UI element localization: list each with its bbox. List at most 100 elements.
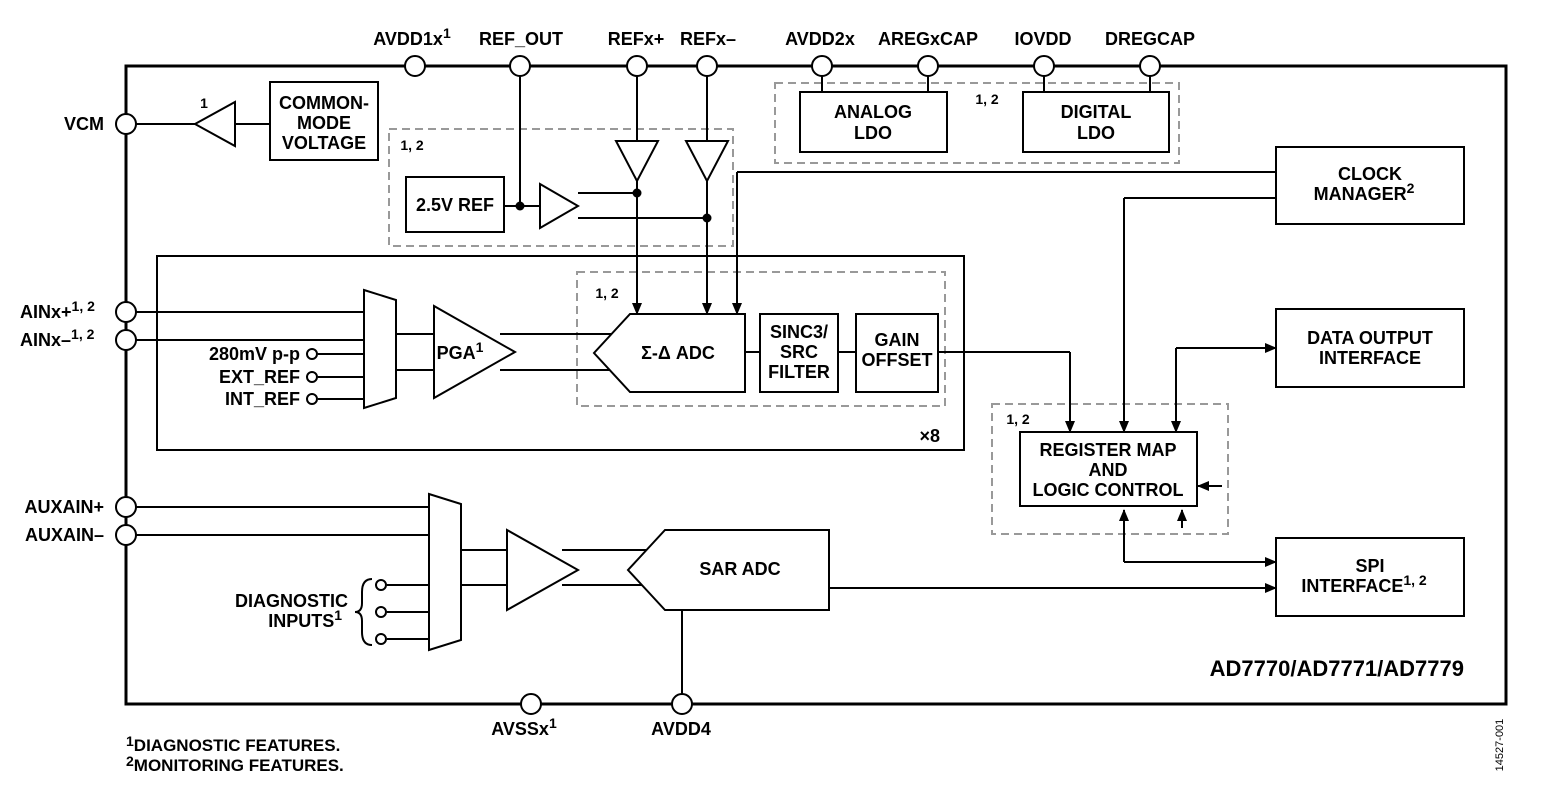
footnote-1: 1DIAGNOSTIC FEATURES. [126,733,340,755]
terminal-diag-3 [375,633,387,645]
label-avdd4: AVDD4 [651,719,711,739]
terminal-diag-2 [375,606,387,618]
text-sar-adc: SAR ADC [699,559,780,579]
text-register-map-1: REGISTER MAP [1039,440,1176,460]
pin-auxain-minus [115,524,137,546]
pin-refx-plus [626,55,648,77]
text-pga: PGA1 [437,339,484,363]
pin-ainx-minus [115,329,137,351]
pin-vcm [115,113,137,135]
label-int-ref: INT_REF [225,389,300,409]
label-auxain-plus: AUXAIN+ [24,497,104,517]
ref-2v5-block [405,176,505,233]
pin-auxain-plus [115,496,137,518]
text-spi-1: SPI [1355,556,1384,576]
adc-region [576,271,946,407]
reference-region [388,128,734,247]
label-dregcap: DREGCAP [1105,29,1195,49]
pin-ref-out [509,55,531,77]
label-refx-minus: REFx– [680,29,736,49]
pin-aregxcap [917,55,939,77]
label-iovdd: IOVDD [1014,29,1071,49]
register-map-block [1019,431,1198,507]
label-diagnostic-1: DIAGNOSTIC [235,591,348,611]
note-reg-region: 1, 2 [1006,411,1030,427]
pga-amplifier [433,304,518,400]
text-sinc-3: FILTER [768,362,830,382]
terminal-diag-1 [375,579,387,591]
aux-amplifier [506,528,581,612]
spi-interface-block [1275,537,1465,617]
text-common-mode-2: MODE [297,113,351,133]
text-spi-2: INTERFACE1, 2 [1301,572,1427,596]
text-data-output-2: INTERFACE [1319,348,1421,368]
text-data-output-1: DATA OUTPUT [1307,328,1433,348]
note-ref-region: 1, 2 [400,137,424,153]
text-gain-2: OFFSET [862,350,933,370]
label-ext-ref: EXT_REF [219,367,300,387]
note-adc-region: 1, 2 [595,285,619,301]
pin-dregcap [1139,55,1161,77]
common-mode-voltage-block [269,81,379,161]
label-avssx: AVSSx1 [491,715,557,739]
diagnostic-brace [354,578,373,646]
pin-avssx [520,693,542,715]
pin-avdd2x [811,55,833,77]
input-mux [363,288,397,410]
label-diagnostic-2: INPUTS1 [268,607,342,631]
text-common-mode-3: VOLTAGE [282,133,366,153]
text-digital-ldo-1: DIGITAL [1061,102,1132,122]
label-ainx-plus: AINx+1, 2 [20,298,95,322]
label-ref-out: REF_OUT [479,29,563,49]
label-avdd2x: AVDD2x [785,29,855,49]
analog-ldo-block [799,91,948,153]
text-analog-ldo-2: LDO [854,123,892,143]
data-output-interface-block [1275,308,1465,388]
pin-avdd4 [671,693,693,715]
sar-adc-block [626,529,830,611]
footnote-2: 2MONITORING FEATURES. [126,753,344,775]
text-clock-manager-1: CLOCK [1338,164,1402,184]
terminal-ext-ref [306,371,318,383]
sinc-filter-block [759,313,839,393]
text-analog-ldo-1: ANALOG [834,102,912,122]
text-ref-2v5: 2.5V REF [416,195,494,215]
note-buffer: 1 [200,95,208,111]
text-clock-manager-2: MANAGER2 [1314,180,1415,204]
digital-ldo-block [1022,91,1170,153]
channel-count: ×8 [919,426,940,446]
register-region [991,403,1229,535]
clock-manager-block [1275,146,1465,225]
text-gain-1: GAIN [875,330,920,350]
text-sinc-2: SRC [780,342,818,362]
text-sigma-delta-adc: Σ-Δ ADC [641,343,715,363]
pin-iovdd [1033,55,1055,77]
text-common-mode-1: COMMON- [279,93,369,113]
text-sinc-1: SINC3/ [770,322,828,342]
terminal-int-ref [306,393,318,405]
terminal-280mv [306,348,318,360]
note-ldo-region: 1, 2 [975,91,999,107]
label-vcm: VCM [64,114,104,134]
label-280mv: 280mV p-p [209,344,300,364]
text-register-map-3: LOGIC CONTROL [1033,480,1184,500]
ldo-region [774,82,1180,164]
aux-mux [428,492,462,652]
pin-ainx-plus [115,301,137,323]
label-auxain-minus: AUXAIN– [25,525,104,545]
label-refx-plus: REFx+ [608,29,665,49]
refp-buffer [614,140,660,184]
pin-avdd1x [404,55,426,77]
label-avdd1x: AVDD1x1 [373,25,451,49]
pin-refx-minus [696,55,718,77]
text-register-map-2: AND [1089,460,1128,480]
text-digital-ldo-2: LDO [1077,123,1115,143]
figure-id: 14527-001 [1494,719,1506,772]
ref-buffer [539,182,580,230]
vcm-buffer [192,100,236,148]
refn-buffer [684,140,730,184]
label-ainx-minus: AINx–1, 2 [20,326,95,350]
gain-offset-block [855,313,939,393]
part-number: AD7770/AD7771/AD7779 [1210,656,1464,681]
